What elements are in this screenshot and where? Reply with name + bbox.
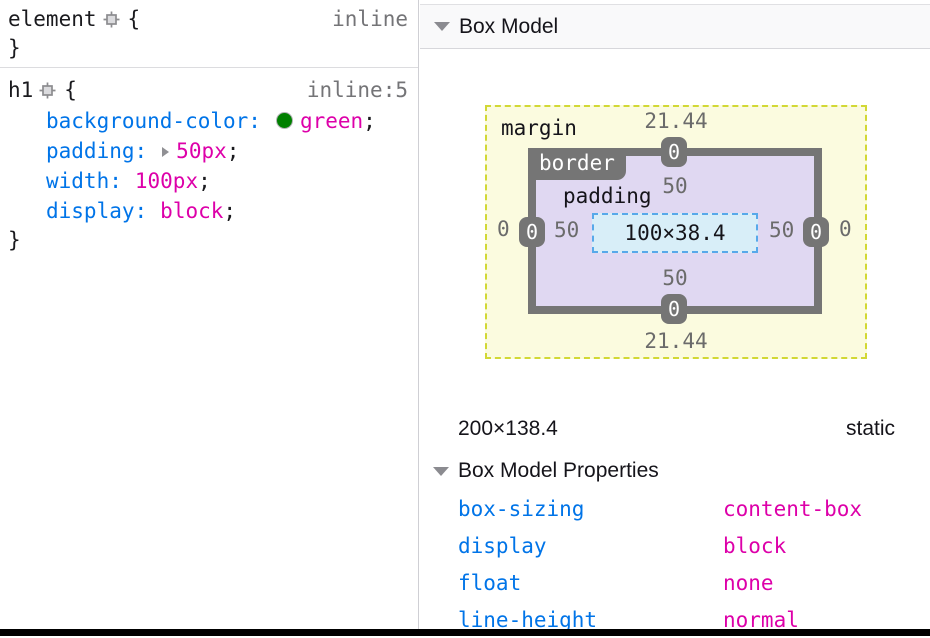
colon: :: [109, 169, 122, 193]
declaration-background-color: background-color: green;: [0, 106, 418, 136]
property-row-float: float none: [420, 564, 930, 601]
property-row-display: display block: [420, 527, 930, 564]
declaration-padding: padding: 50px;: [0, 136, 418, 166]
property-value: none: [723, 570, 774, 595]
colon: :: [248, 109, 261, 133]
box-model-section-header[interactable]: Box Model: [420, 4, 930, 49]
rule-separator: [0, 67, 418, 68]
property-value[interactable]: 50px: [176, 139, 227, 163]
property-value: normal: [723, 607, 799, 632]
border-right-value[interactable]: 0: [803, 217, 829, 247]
property-value[interactable]: block: [160, 199, 224, 223]
padding-right-value[interactable]: 50: [769, 218, 795, 242]
rules-panel: element { inline } h1 { inline:5 backgroun…: [0, 0, 419, 629]
padding-bottom-value[interactable]: 50: [662, 266, 688, 290]
margin-right-value[interactable]: 0: [839, 217, 852, 241]
open-brace: {: [64, 78, 77, 102]
content-size: 100×38.4: [624, 221, 726, 245]
property-value: content-box: [723, 496, 863, 521]
box-model-title: Box Model: [459, 14, 559, 38]
border-top-value[interactable]: 0: [661, 137, 687, 167]
colon: :: [134, 199, 148, 223]
close-brace: }: [8, 36, 21, 60]
expand-shorthand-icon[interactable]: [162, 147, 170, 157]
semicolon: ;: [363, 109, 376, 133]
rule-element-style: element { inline }: [0, 0, 418, 63]
property-name: float: [458, 570, 522, 595]
element-dimensions-row: 200×138.4 static: [458, 416, 895, 442]
property-name: line-height: [458, 607, 598, 632]
margin-label: margin: [501, 116, 577, 140]
rule-h1: h1 { inline:5 background-color: green; pad…: [0, 68, 418, 255]
rule-selector-line: element { inline: [0, 5, 418, 34]
colon: :: [134, 139, 148, 163]
open-brace: {: [127, 7, 141, 31]
collapse-triangle-icon: [434, 22, 450, 31]
property-row-box-sizing: box-sizing content-box: [420, 490, 930, 527]
property-name: box-sizing: [458, 496, 585, 521]
property-name[interactable]: display: [46, 199, 135, 223]
box-model-properties-title: Box Model Properties: [458, 459, 659, 482]
box-model-diagram-margin-box: margin 21.44 21.44 0 0 border padding 50…: [485, 105, 867, 359]
margin-top-value[interactable]: 21.44: [644, 109, 708, 133]
selector-h1[interactable]: h1: [8, 78, 34, 102]
box-model-panel: Box Model margin 21.44 21.44 0 0 border …: [420, 0, 930, 632]
padding-left-value[interactable]: 50: [554, 218, 580, 242]
rule-close-line: }: [0, 226, 418, 255]
margin-bottom-value[interactable]: 21.44: [644, 329, 708, 353]
rule-selector-line: h1 { inline:5: [0, 74, 418, 106]
semicolon: ;: [226, 139, 240, 163]
property-name: display: [458, 533, 547, 558]
bottom-divider-bar: [0, 629, 930, 636]
property-value: block: [723, 533, 787, 558]
box-model-properties-list: box-sizing content-box display block flo…: [420, 490, 930, 638]
semicolon: ;: [198, 169, 211, 193]
property-name[interactable]: padding: [46, 139, 135, 163]
close-brace: }: [8, 228, 21, 252]
property-value[interactable]: 100px: [134, 169, 199, 193]
property-name[interactable]: width: [46, 169, 110, 193]
element-highlighter-icon[interactable]: [39, 76, 56, 99]
box-model-properties-header[interactable]: Box Model Properties: [433, 458, 659, 484]
declaration-width: width:100px;: [0, 166, 418, 196]
selector-element[interactable]: element: [8, 7, 97, 31]
padding-top-value[interactable]: 50: [662, 174, 688, 198]
box-model-diagram-border-box: border padding 50 50 50 50 100×38.4 0 0 …: [519, 137, 829, 324]
element-highlighter-icon[interactable]: [103, 7, 120, 28]
collapse-triangle-icon: [433, 466, 449, 476]
margin-left-value[interactable]: 0: [497, 217, 510, 241]
property-row-line-height: line-height normal: [420, 601, 930, 638]
declaration-display: display: block;: [0, 196, 418, 226]
rule-location-inline[interactable]: inline: [332, 7, 408, 31]
property-value[interactable]: green: [299, 109, 364, 133]
border-bottom-value[interactable]: 0: [661, 294, 687, 324]
semicolon: ;: [223, 199, 237, 223]
rule-close-line: }: [0, 34, 418, 63]
rule-location-link[interactable]: inline:5: [306, 78, 408, 102]
color-swatch-green[interactable]: [275, 112, 293, 129]
element-position: static: [845, 417, 895, 440]
content-box[interactable]: 100×38.4: [592, 213, 758, 253]
border-label: border: [528, 148, 626, 180]
padding-label: padding: [563, 184, 652, 208]
property-name[interactable]: background-color: [46, 109, 249, 133]
border-left-value[interactable]: 0: [519, 217, 545, 247]
element-size: 200×138.4: [458, 417, 558, 440]
